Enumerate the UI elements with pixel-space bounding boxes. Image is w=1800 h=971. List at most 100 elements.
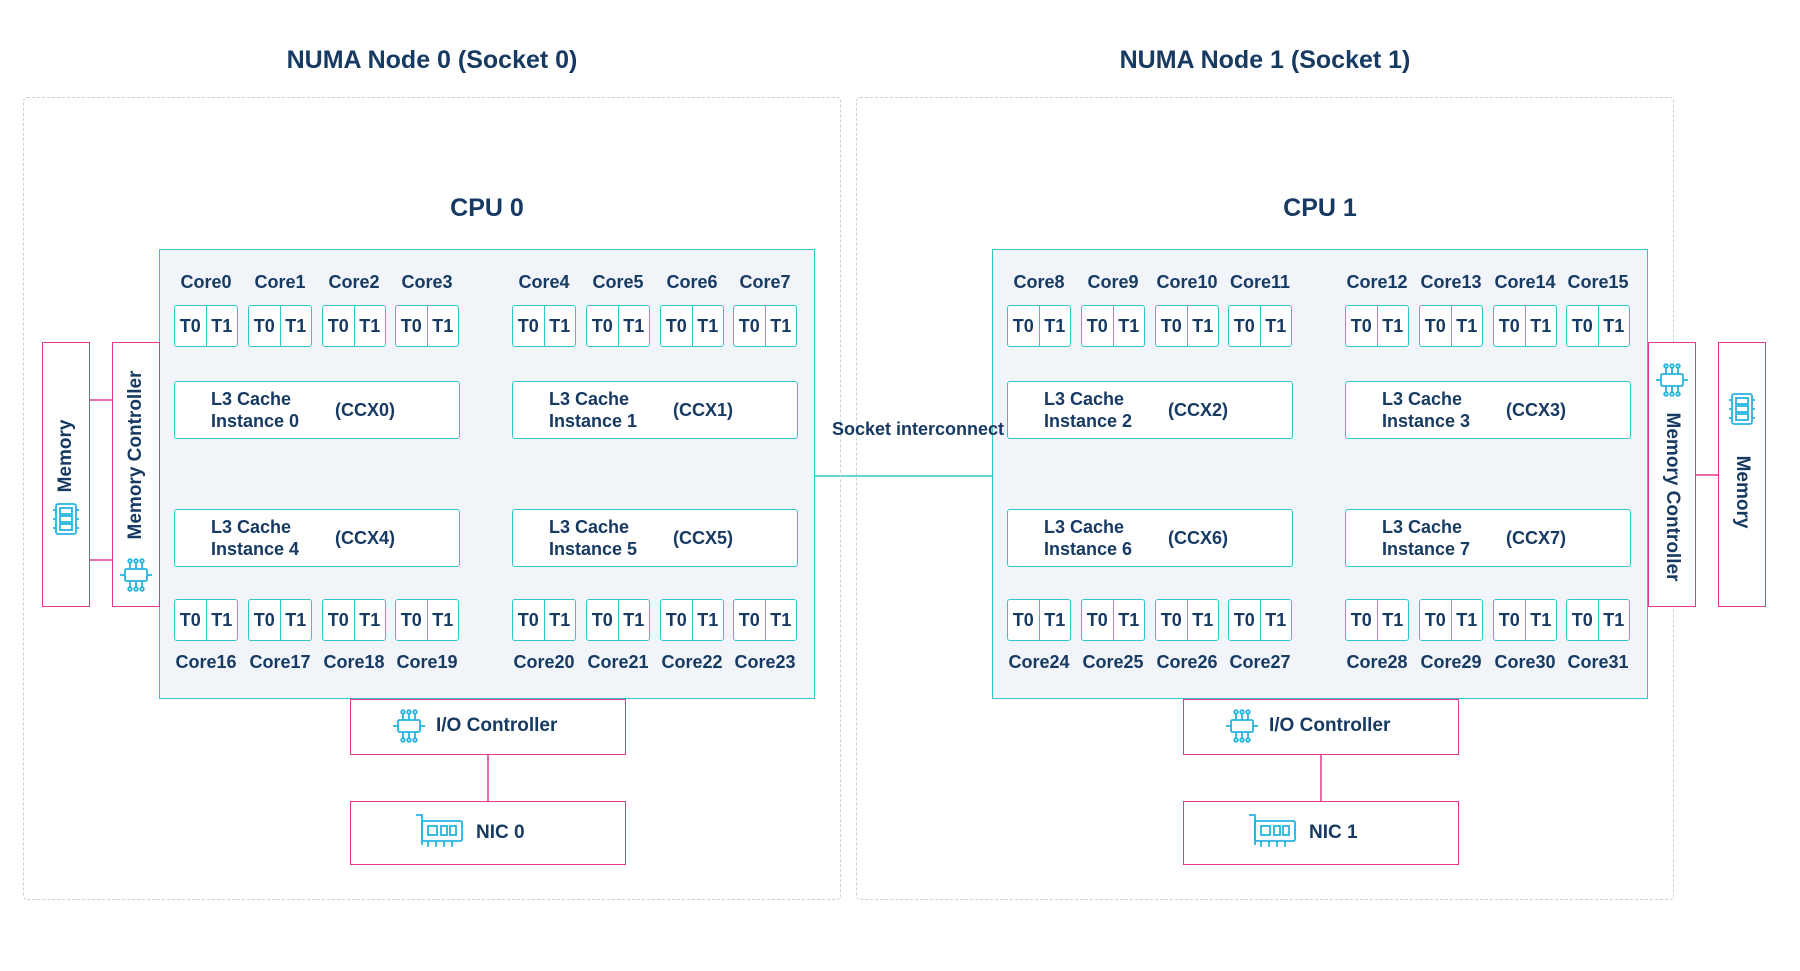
ccx-label: (CCX1)	[673, 399, 734, 420]
hardware-thread: T1	[1376, 600, 1409, 640]
hardware-thread: T0	[1086, 609, 1108, 630]
l3-cache-name: L3 Cache Instance 1	[549, 389, 638, 431]
hardware-thread: T1	[353, 600, 386, 640]
hardware-thread: T1	[1524, 600, 1557, 640]
hardware-thread: T1	[279, 306, 312, 346]
l3-cache-name: L3 Cache Instance 2	[1044, 389, 1133, 431]
nic-card-icon	[414, 813, 464, 851]
cpu-title: CPU 0	[450, 194, 524, 222]
hardware-thread: T0	[1571, 609, 1593, 630]
memory	[1718, 342, 1766, 607]
core-label: Core29	[1420, 652, 1482, 672]
controller-chip-icon	[1225, 709, 1259, 743]
controller-chip-icon	[119, 558, 153, 592]
core-label: Core2	[328, 272, 380, 292]
hardware-thread: T0	[1160, 315, 1182, 336]
core-label: Core22	[661, 652, 723, 672]
socket-interconnect-label: Socket interconnect	[832, 419, 1005, 439]
hardware-thread: T1	[205, 306, 238, 346]
hardware-thread: T1	[1186, 306, 1219, 346]
l3-cache-instance: L3 Cache Instance 7(CCX7)	[1345, 509, 1631, 567]
nic-label: NIC 1	[1309, 822, 1358, 843]
hardware-thread: T0	[253, 315, 275, 336]
core-label: Core11	[1229, 272, 1291, 292]
ccx-label: (CCX5)	[673, 527, 734, 548]
core-label: Core4	[518, 272, 570, 292]
hardware-thread: T0	[253, 609, 275, 630]
hardware-thread: T0	[1498, 315, 1520, 336]
io-controller	[1183, 699, 1459, 755]
core-label: Core5	[592, 272, 644, 292]
core-label: Core12	[1346, 272, 1408, 292]
hardware-thread: T0	[1424, 315, 1446, 336]
ccx-label: (CCX4)	[335, 527, 396, 548]
core-label: Core9	[1087, 272, 1139, 292]
hardware-thread: T1	[1112, 600, 1145, 640]
controller-chip-icon	[1655, 363, 1689, 397]
core-label: Core15	[1567, 272, 1629, 292]
cpu-title: CPU 1	[1283, 194, 1357, 222]
numa-node-frame	[23, 97, 841, 900]
hardware-thread: T1	[617, 306, 650, 346]
l3-cache-name: L3 Cache Instance 0	[211, 389, 300, 431]
nic	[1183, 801, 1459, 865]
core-label: Core19	[396, 652, 458, 672]
ccx-label: (CCX2)	[1168, 399, 1229, 420]
hardware-thread: T1	[279, 600, 312, 640]
hardware-thread: T0	[1012, 315, 1034, 336]
core-label: Core23	[734, 652, 796, 672]
hardware-thread: T1	[1186, 600, 1219, 640]
core-label: Core21	[587, 652, 649, 672]
memory-controller-label: Memory Controller	[1662, 412, 1683, 582]
hardware-thread: T0	[1498, 609, 1520, 630]
core-label: Core27	[1229, 652, 1291, 672]
hardware-thread: T1	[353, 306, 386, 346]
ccx-label: (CCX3)	[1506, 399, 1567, 420]
l3-cache-name: L3 Cache Instance 6	[1044, 517, 1133, 559]
core-label: Core20	[513, 652, 575, 672]
nic	[350, 801, 626, 865]
hardware-thread: T1	[691, 600, 724, 640]
hardware-thread: T1	[1597, 306, 1630, 346]
core-label: Core6	[666, 272, 718, 292]
hardware-thread: T1	[543, 600, 576, 640]
hardware-thread: T1	[1259, 600, 1292, 640]
hardware-thread: T0	[1350, 609, 1372, 630]
hardware-thread: T1	[764, 306, 797, 346]
hardware-thread: T0	[1233, 609, 1255, 630]
hardware-thread: T0	[1012, 609, 1034, 630]
core-label: Core31	[1567, 652, 1629, 672]
core-label: Core7	[739, 272, 791, 292]
controller-chip-icon	[392, 709, 426, 743]
hardware-thread: T0	[179, 315, 201, 336]
l3-cache-name: L3 Cache Instance 3	[1382, 389, 1471, 431]
ccx-label: (CCX0)	[335, 399, 396, 420]
hardware-thread: T1	[1597, 600, 1630, 640]
hardware-thread: T1	[1112, 306, 1145, 346]
core-label: Core0	[180, 272, 232, 292]
memory	[42, 342, 90, 607]
memory-label: Memory	[55, 419, 76, 493]
nic-label: NIC 0	[476, 822, 525, 843]
